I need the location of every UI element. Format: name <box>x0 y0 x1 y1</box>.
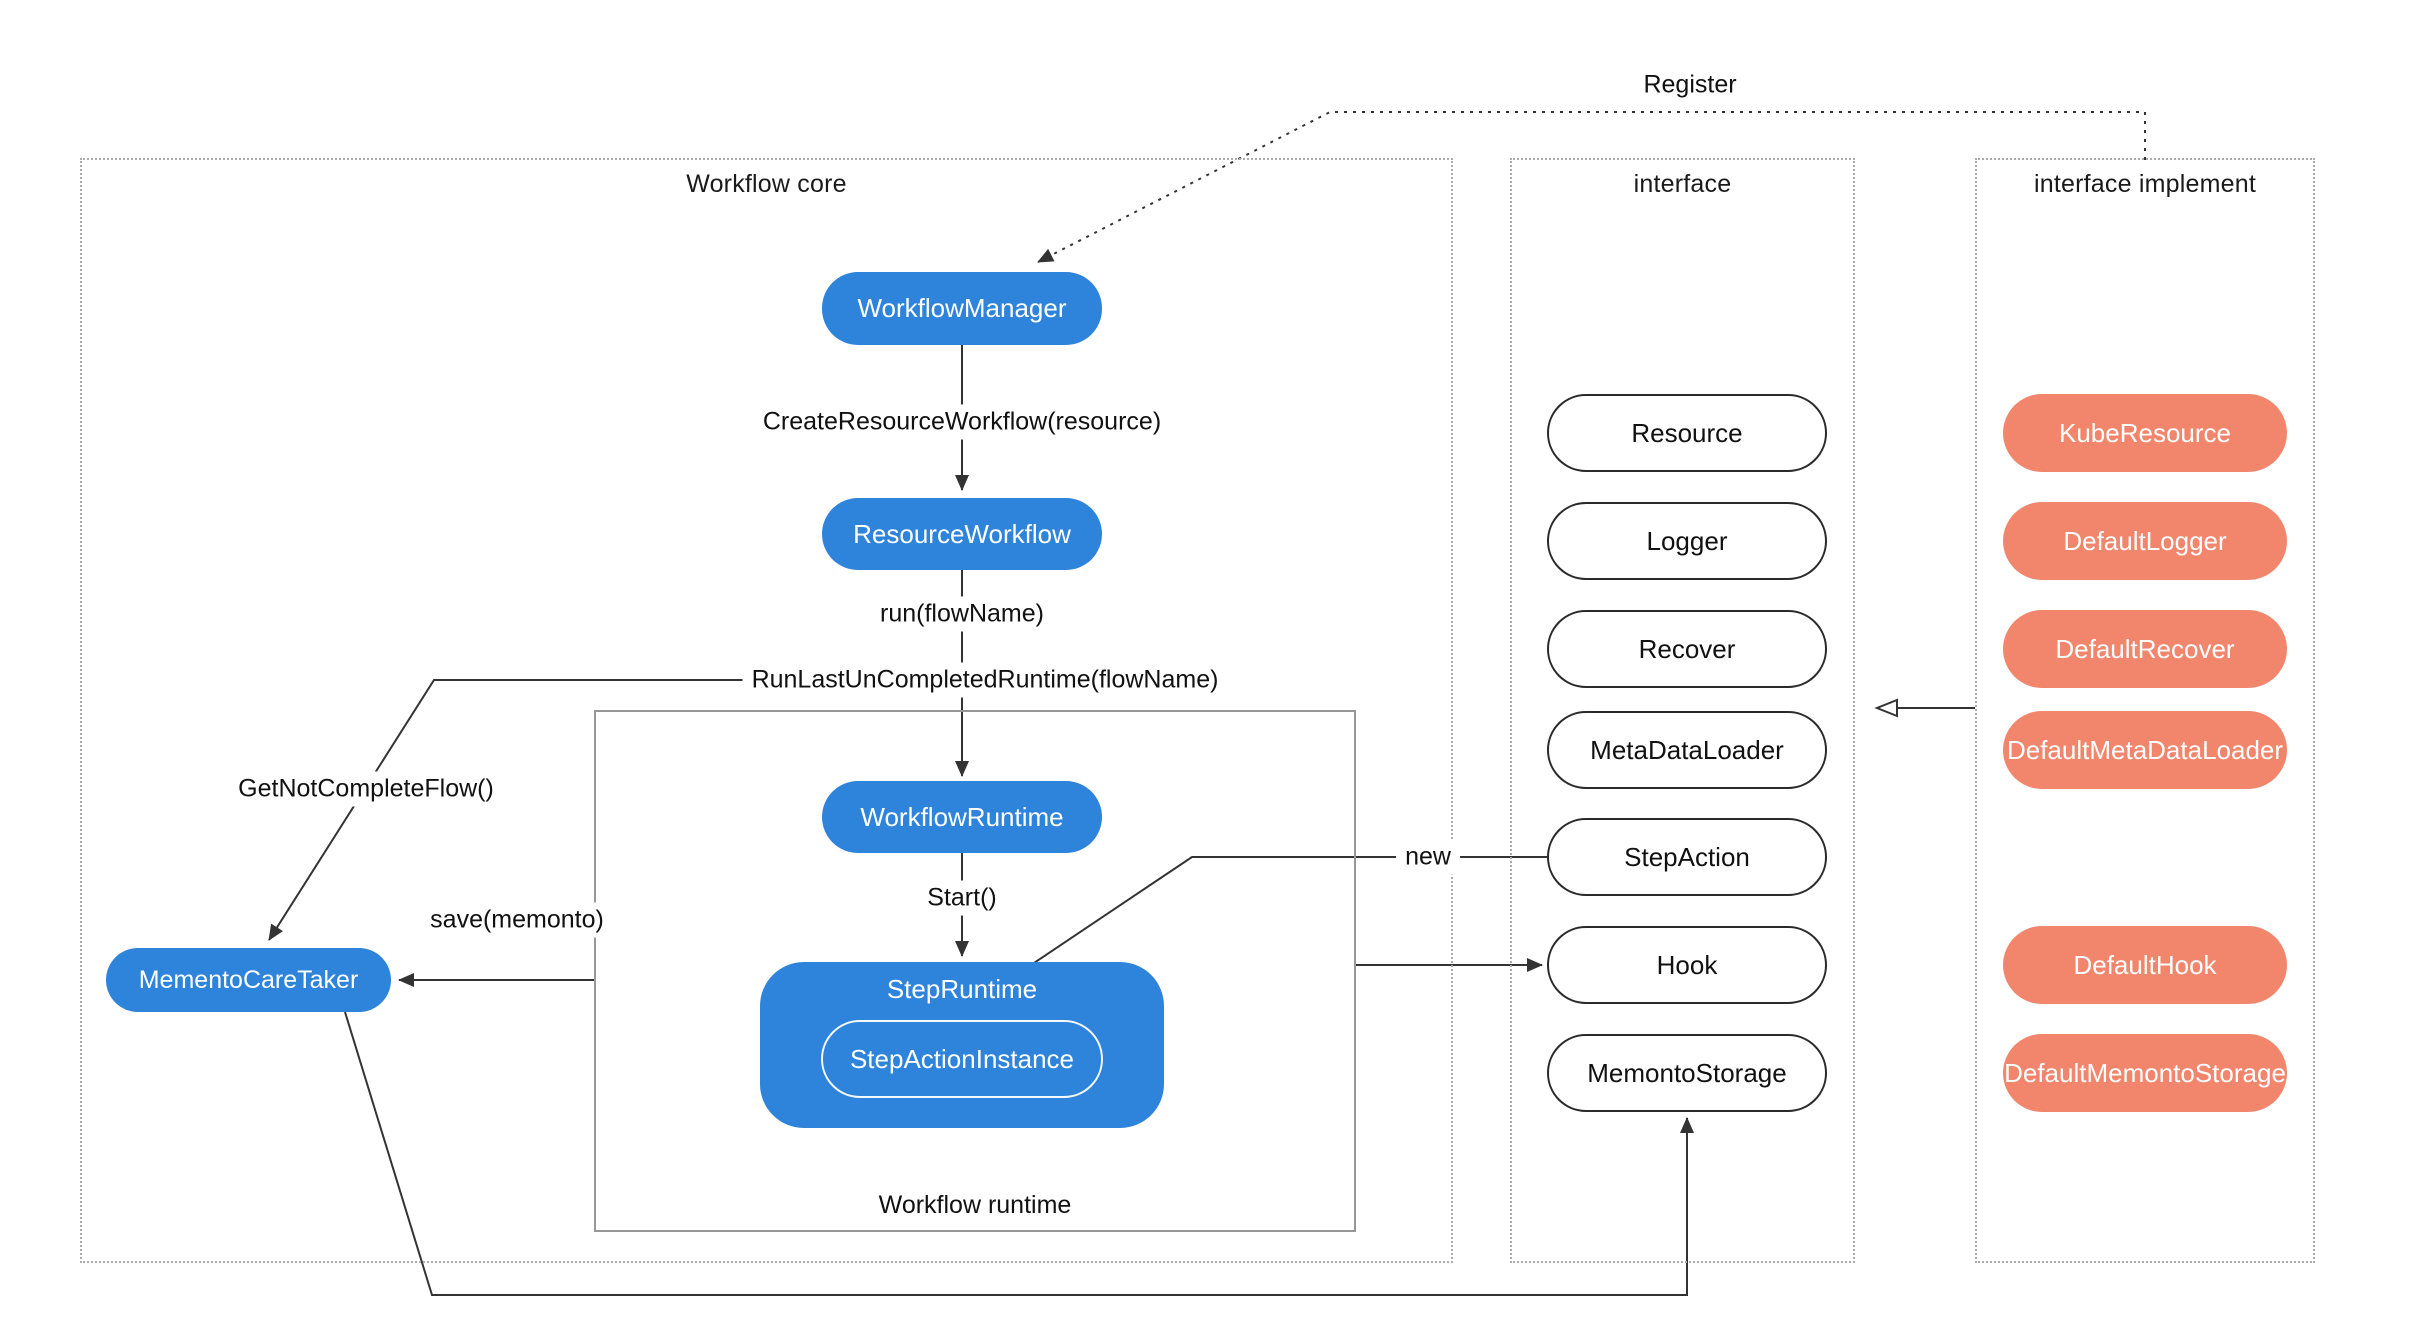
interface-pill-stepaction: StepAction <box>1547 818 1827 896</box>
interface-title: interface <box>1633 170 1732 198</box>
implement-pill-defaultlogger: DefaultLogger <box>2003 502 2287 580</box>
implement-pill-defaulthook: DefaultHook <box>2003 926 2287 1004</box>
group-workflow-runtime: Workflow runtime <box>594 710 1356 1232</box>
label-register: Register <box>1634 67 1746 103</box>
interface-pill-metadataloader: MetaDataLoader <box>1547 711 1827 789</box>
label-run-flowname: run(flowName) <box>871 596 1053 632</box>
label-new: new <box>1396 839 1460 875</box>
step-runtime-label: StepRuntime <box>886 974 1038 1004</box>
interface-pill-hook: Hook <box>1547 926 1827 1004</box>
node-step-action-instance: StepActionInstance <box>821 1020 1103 1098</box>
interface-pill-logger: Logger <box>1547 502 1827 580</box>
node-memento-care-taker: MementoCareTaker <box>106 948 391 1012</box>
interface-pill-memontostorage: MemontoStorage <box>1547 1034 1827 1112</box>
implement-pill-kuberesource: KubeResource <box>2003 394 2287 472</box>
interface-pill-recover: Recover <box>1547 610 1827 688</box>
implement-pill-defaultmemontostorage: DefaultMemontoStorage <box>2003 1034 2287 1112</box>
group-interface: interface <box>1510 158 1855 1263</box>
edge-register <box>1037 111 2146 263</box>
label-start: Start() <box>918 880 1006 916</box>
edge-get-not-complete-flow <box>268 679 770 941</box>
node-workflow-manager: WorkflowManager <box>822 272 1102 345</box>
implement-pill-defaultrecover: DefaultRecover <box>2003 610 2287 688</box>
edge-memonto-storage <box>344 1011 1694 1296</box>
node-workflow-runtime: WorkflowRuntime <box>822 781 1102 853</box>
group-workflow-core: Workflow core <box>80 158 1453 1263</box>
label-run-last-uncompleted: RunLastUnCompletedRuntime(flowName) <box>742 662 1228 698</box>
node-resource-workflow: ResourceWorkflow <box>822 498 1102 570</box>
label-get-not-complete-flow: GetNotCompleteFlow() <box>229 771 503 807</box>
group-interface-implement: interface implement <box>1975 158 2315 1263</box>
workflow-runtime-title: Workflow runtime <box>878 1191 1072 1219</box>
label-create-resource-workflow: CreateResourceWorkflow(resource) <box>753 404 1171 440</box>
implement-pill-defaultmetadataloader: DefaultMetaDataLoader <box>2003 711 2287 789</box>
interface-pill-resource: Resource <box>1547 394 1827 472</box>
interface-implement-title: interface implement <box>2034 170 2256 198</box>
label-save-memonto: save(memonto) <box>421 902 613 938</box>
workflow-core-title: Workflow core <box>686 170 847 198</box>
